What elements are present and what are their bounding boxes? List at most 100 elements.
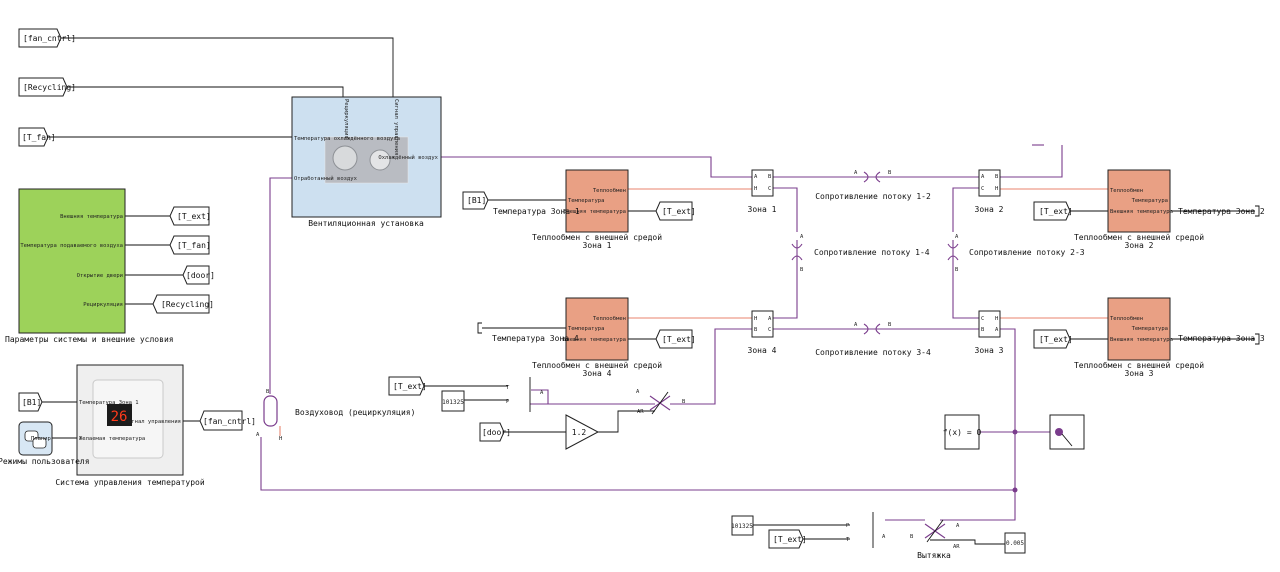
heat-exchange-zone-label: Зона 3 (1125, 369, 1154, 378)
tag-label: [B1] (22, 398, 41, 407)
port-h: H (754, 186, 757, 192)
temperature-control-label: Система управления температурой (55, 478, 204, 487)
door-gain-block[interactable]: 1.2 (565, 414, 600, 450)
tag-door-goto[interactable]: [door] (182, 265, 215, 285)
signal-wires (42, 37, 1255, 545)
tag-t-ext-inlet[interactable]: [T_ext] (388, 376, 427, 396)
port-b: B (995, 174, 999, 180)
port-recycling: Рециркуляция (343, 99, 349, 139)
tag-recycling-from[interactable]: [Recycling] (18, 77, 76, 97)
physical-wires (260, 144, 1063, 521)
pressure-constant-1[interactable]: 101325 (441, 390, 465, 412)
const-value: 0.005 (1006, 540, 1024, 547)
port-a: A (768, 316, 772, 322)
tag-recycling-goto[interactable]: [Recycling] (152, 294, 214, 314)
heat-exchange-zone3[interactable]: Теплообмен Температура Внешняя температу… (1074, 297, 1204, 378)
port-b: B (266, 389, 270, 395)
user-modes-label: Режимы пользователя (0, 457, 90, 466)
tag-b1-from[interactable]: [B1] (18, 392, 43, 412)
heat-exchange-zone4[interactable]: Теплообмен Температура Внешняя температу… (532, 297, 662, 378)
terminator-zone2-temp (1255, 205, 1260, 217)
ventilation-unit-block[interactable]: Температура охлаждённого воздуха Отработ… (291, 96, 442, 228)
heat-exchange-zone2[interactable]: Теплообмен Температура Внешняя температу… (1074, 169, 1204, 250)
solver-configuration-block[interactable]: f(x) = 0 (943, 414, 982, 450)
area-constant[interactable]: 0.005 (1004, 532, 1026, 554)
port-t: T (846, 537, 850, 543)
port-c: C (768, 186, 771, 192)
tag-label: [B1] (467, 196, 486, 205)
exhaust-variable-orifice[interactable]: B A AR Вытяжка (910, 519, 960, 560)
temperature-control-block[interactable]: 26 Температура Зона 1 Желаемая температу… (55, 364, 205, 487)
tag-t-ext-zone3[interactable]: [T_ext] (1033, 329, 1073, 349)
tag-label: [T_ext] (393, 382, 427, 391)
inlet-reservoir[interactable]: T P A (506, 377, 544, 412)
tag-t-ext-zone4[interactable]: [T_ext] (655, 329, 696, 349)
heat-wires (279, 188, 1108, 436)
flow-resistance-3-4[interactable]: A B Сопротивление потоку 3-4 (815, 322, 931, 357)
port-ext: Внешняя температура (563, 209, 626, 215)
port-exhaust: Отработанный воздух (294, 175, 358, 182)
parameters-block[interactable]: Внешняя температура Температура подаваем… (5, 188, 174, 344)
tag-fan-cntrl-goto[interactable]: [fan_cntrl] (199, 410, 256, 431)
port-b: B (682, 399, 686, 405)
exhaust-reservoir[interactable]: P T A (846, 512, 886, 548)
solver-label: f(x) = 0 (943, 428, 982, 437)
port-heat: Теплообмен (1110, 187, 1143, 194)
door-variable-orifice[interactable]: A B AR (636, 389, 686, 415)
duct-recirculation-block[interactable]: B A H Воздуховод (рециркуляция) (256, 389, 415, 442)
zone2-block[interactable]: A C B H Зона 2 (975, 169, 1004, 214)
tag-t-ext-goto[interactable]: [T_ext] (169, 206, 211, 226)
zone-label: Зона 3 (975, 346, 1004, 355)
zone-label: Зона 2 (975, 205, 1004, 214)
parameters-label: Параметры системы и внешние условия (5, 335, 174, 344)
flow-resistance-1-2[interactable]: A B Сопротивление потоку 1-2 (815, 170, 931, 201)
tag-t-ext-exhaust[interactable]: [T_ext] (768, 529, 807, 549)
port-ext: Внешняя температура (1110, 209, 1173, 215)
port-h: H (754, 316, 757, 322)
tag-label: [T_fan] (177, 241, 211, 250)
port-a: A (854, 322, 858, 328)
tag-label: [T_ext] (177, 212, 211, 221)
port-a: A (882, 534, 886, 540)
pressure-constant-2[interactable]: 101325 (731, 515, 754, 536)
zone1-block[interactable]: A H B C Зона 1 (748, 169, 777, 214)
heat-exchange-label: Теплообмен с внешней средой (1074, 360, 1204, 370)
control-port-zone1: Температура Зона 1 (79, 400, 139, 406)
tag-t-fan-goto[interactable]: [T_fan] (169, 235, 211, 255)
heat-exchange-zone-label: Зона 4 (583, 369, 612, 378)
zone3-block[interactable]: C B H A Зона 3 (975, 310, 1004, 355)
user-modes-block[interactable]: Планир Режимы пользователя (0, 421, 90, 466)
port-temp: Температура (568, 326, 604, 332)
tag-door-from[interactable]: [door] (479, 422, 511, 442)
tag-b1-goto-zone1[interactable]: [B1] (462, 191, 489, 210)
resistance-label: Сопротивление потоку 3-4 (815, 348, 931, 357)
const-value: 101325 (731, 523, 753, 530)
reference-block[interactable] (1049, 414, 1085, 450)
port-b: B (800, 267, 804, 273)
fan-icon (369, 149, 391, 171)
tag-t-ext-zone2[interactable]: [T_ext] (1033, 201, 1073, 221)
tag-t-fan-from[interactable]: [T_fan] (18, 127, 56, 147)
port-h: H (995, 186, 998, 192)
zone4-block[interactable]: H B A C Зона 4 (748, 310, 777, 355)
const-value: 101325 (442, 399, 464, 406)
heat-exchange-zone1[interactable]: Теплообмен Температура Внешняя температу… (532, 169, 662, 250)
port-p: P (846, 523, 850, 529)
port-h: H (995, 316, 998, 322)
tag-label: [T_ext] (773, 535, 807, 544)
terminator-zone4-temp (477, 322, 482, 334)
exhaust-label: Вытяжка (917, 551, 951, 560)
fan-icon (332, 145, 358, 171)
heat-exchange-label: Теплообмен с внешней средой (532, 360, 662, 370)
reference-node-icon (1055, 428, 1063, 436)
resistance-label: Сопротивление потоку 2-3 (969, 248, 1085, 257)
port-c: C (981, 316, 984, 322)
port-a: A (995, 327, 999, 333)
tag-fan-cntrl-from[interactable]: [fan_cntrl] (18, 28, 76, 48)
flow-resistance-1-4[interactable]: A B Сопротивление потоку 1-4 (791, 234, 930, 273)
user-modes-inner: Планир (31, 436, 51, 442)
param-port-supply-temp: Температура подаваемого воздуха (20, 243, 123, 249)
flow-resistance-2-3[interactable]: A B Сопротивление потоку 2-3 (947, 234, 1085, 273)
tag-t-ext-zone1[interactable]: [T_ext] (655, 201, 696, 221)
